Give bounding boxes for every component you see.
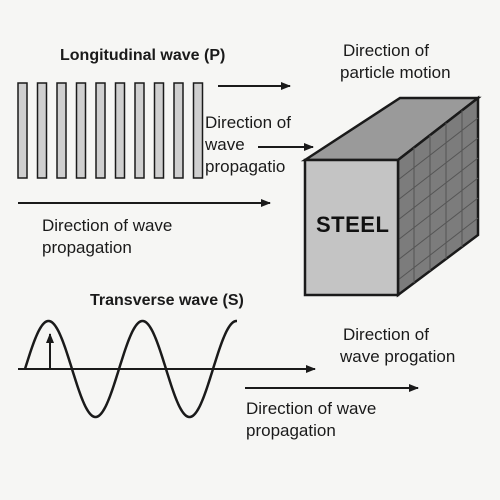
longitudinal-wave-bars	[17, 82, 204, 179]
steel-block-front-face	[303, 158, 400, 297]
inner-propagation-label-line3: propagatio	[205, 157, 286, 176]
steel-block	[300, 95, 482, 298]
longitudinal-bar	[75, 82, 87, 179]
transverse-right-label-line2: wave progation	[340, 347, 456, 366]
particle-motion-label-line2: particle motion	[340, 63, 451, 82]
longitudinal-bar	[36, 82, 48, 179]
grid-line	[397, 117, 479, 181]
steel-block-grid	[397, 110, 479, 283]
longitudinal-bar	[192, 82, 204, 179]
particle-motion-label-line1: Direction of	[343, 41, 429, 60]
longitudinal-bar	[173, 82, 184, 179]
grid-line	[397, 197, 479, 261]
transverse-right-label-line1: Direction of	[343, 325, 429, 344]
transverse-bottom-label-line1: Direction of wave	[246, 399, 377, 418]
transverse-bottom-label-line2: propagation	[246, 421, 336, 440]
transverse-title: Transverse wave (S)	[90, 292, 244, 309]
longitudinal-bar	[56, 82, 67, 179]
longitudinal-bar	[134, 82, 145, 179]
grid-line	[397, 177, 479, 241]
inner-propagation-label-line1: Direction of	[205, 113, 291, 132]
longitudinal-bar	[114, 82, 126, 179]
longitudinal-bar	[153, 82, 165, 179]
longitudinal-title: Longitudinal wave (P)	[60, 47, 226, 64]
grid-line	[397, 137, 479, 201]
inner-propagation-label-line2: wave	[205, 135, 245, 154]
longitudinal-bar	[17, 82, 28, 179]
transverse-sine-wave	[23, 319, 237, 419]
steel-label: STEEL	[316, 212, 390, 237]
longitudinal-bar	[95, 82, 106, 179]
longitudinal-propagation-label-line1: Direction of wave	[42, 216, 173, 235]
grid-line	[397, 217, 479, 281]
grid-line	[397, 157, 479, 221]
longitudinal-propagation-label-line2: propagation	[42, 238, 132, 257]
